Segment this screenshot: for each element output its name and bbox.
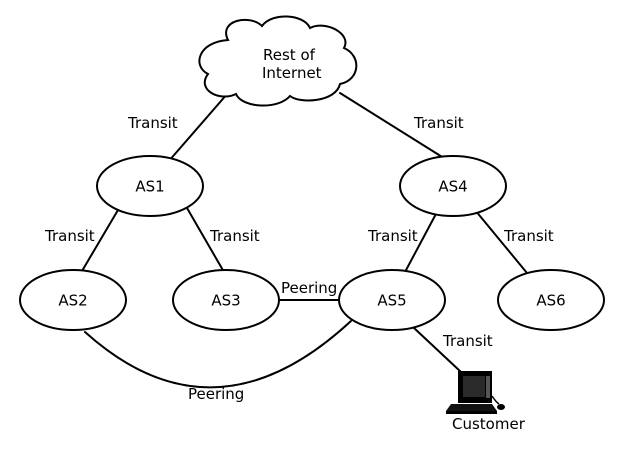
label-internet-as4: Transit <box>413 114 464 132</box>
label-as1-as2: Transit <box>44 227 95 245</box>
node-as2: AS2 <box>19 269 127 331</box>
node-as4-label: AS4 <box>438 178 467 196</box>
edge-as4-as6 <box>474 209 528 274</box>
label-as3-as5: Peering <box>281 279 337 297</box>
label-as2-as5: Peering <box>188 385 244 403</box>
edge-as4-as5 <box>404 211 438 273</box>
node-as4: AS4 <box>399 155 507 217</box>
edges <box>81 92 528 389</box>
node-as1: AS1 <box>96 155 204 217</box>
node-as6: AS6 <box>497 269 605 331</box>
label-as1-as3: Transit <box>209 227 260 245</box>
edge-labels: Transit Transit Transit Transit Transit … <box>44 114 554 403</box>
node-as5-label: AS5 <box>377 292 406 310</box>
node-as3-label: AS3 <box>211 292 240 310</box>
node-as3: AS3 <box>172 269 280 331</box>
node-as5: AS5 <box>338 269 446 331</box>
label-internet-as1: Transit <box>127 114 178 132</box>
edge-as1-as3 <box>186 207 225 273</box>
edge-internet-as4 <box>339 92 448 161</box>
label-as5-customer: Transit <box>442 332 493 350</box>
edge-as5-customer <box>413 327 462 373</box>
label-as4-as6: Transit <box>503 227 554 245</box>
cloud-icon <box>198 15 358 107</box>
node-as1-label: AS1 <box>135 178 164 196</box>
edge-internet-as1 <box>167 92 229 163</box>
node-as2-label: AS2 <box>58 292 87 310</box>
cloud-label-line1: Rest of <box>263 46 316 64</box>
label-as4-as5: Transit <box>367 227 418 245</box>
edge-as1-as2 <box>81 209 119 272</box>
computer-icon <box>446 371 505 414</box>
customer-label: Customer <box>452 415 526 433</box>
edge-as2-as5 <box>84 320 352 389</box>
internet-cloud: Rest of Internet <box>198 15 358 107</box>
node-as6-label: AS6 <box>536 292 565 310</box>
cloud-label-line2: Internet <box>262 64 322 82</box>
